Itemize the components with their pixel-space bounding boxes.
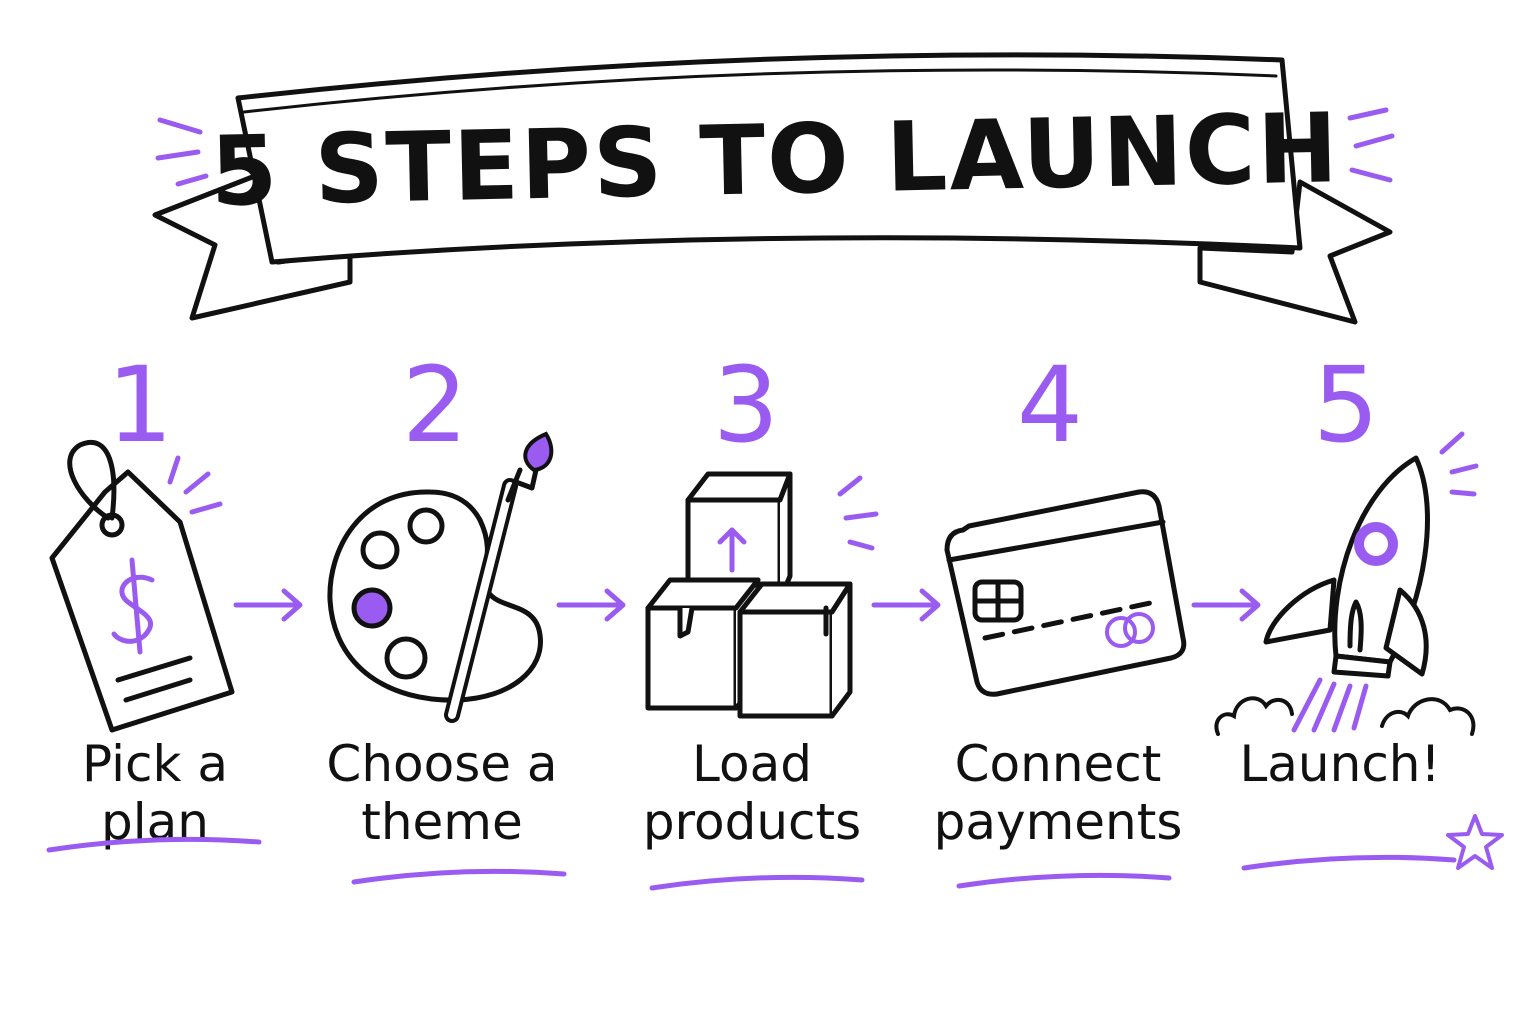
step-underline-1 bbox=[46, 836, 262, 853]
step-underline-4 bbox=[956, 872, 1172, 889]
step-number-1: 1 bbox=[106, 344, 174, 466]
step-label-3: Load products bbox=[642, 735, 862, 851]
step-label-4: Connect payments bbox=[933, 735, 1183, 851]
title-banner bbox=[152, 52, 1395, 325]
step-number-4: 4 bbox=[1016, 344, 1084, 466]
stacked-boxes-icon bbox=[645, 471, 879, 719]
star-icon bbox=[1446, 814, 1504, 870]
price-tag-icon bbox=[49, 440, 235, 733]
step-underline-5 bbox=[1241, 854, 1457, 871]
step-number-3: 3 bbox=[712, 344, 780, 466]
step-underline-2 bbox=[351, 868, 567, 885]
arrow-right-icon bbox=[556, 588, 626, 622]
sparkle-icon bbox=[155, 107, 1395, 187]
step-number-2: 2 bbox=[401, 344, 469, 466]
paint-palette-icon bbox=[327, 431, 554, 723]
arrow-right-icon bbox=[233, 588, 303, 622]
arrow-right-icon bbox=[1191, 588, 1261, 622]
step-underline-3 bbox=[649, 874, 865, 891]
step-label-5: Launch! bbox=[1239, 735, 1441, 793]
step-label-2: Choose a theme bbox=[326, 735, 558, 851]
page-title: 5 STEPS TO LAUNCH bbox=[209, 92, 1341, 228]
arrow-right-icon bbox=[871, 588, 941, 622]
credit-card-icon bbox=[944, 489, 1187, 697]
step-number-5: 5 bbox=[1312, 344, 1380, 466]
rocket-icon bbox=[1214, 431, 1479, 736]
